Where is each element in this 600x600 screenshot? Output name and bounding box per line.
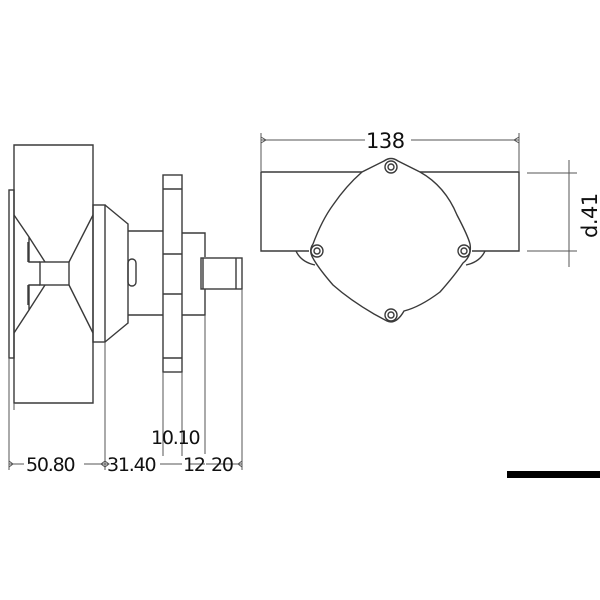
bolt-bottom [384,308,398,322]
front-view-width-dimension [260,133,520,172]
drive-shaft [200,257,243,290]
side-view [8,144,243,404]
pump-cone [104,204,129,343]
dim-width: 138 [366,129,405,153]
pump-housing-outline [310,157,472,323]
pump-body [92,204,106,343]
impeller-housing [13,144,94,404]
front-view-diameter-dimension [527,160,577,267]
impeller-hub [39,261,70,286]
mounting-plate [8,189,15,359]
scale-bar [507,471,600,478]
dim-shaft: 20 [211,454,233,476]
impeller-vane [13,214,94,334]
mounting-flange [162,174,183,373]
port-tube [260,171,520,252]
cone-slot [127,258,137,287]
dim-impeller-housing: 50.80 [26,454,75,476]
dim-body: 31.40 [107,454,156,476]
bolt-right [457,244,471,258]
bolt-left [310,244,324,258]
dim-port-diameter: d.41 [578,193,600,238]
pump-hub [128,230,163,316]
bolt-top [384,160,398,174]
side-view-dimension-line [8,460,243,468]
front-view [260,157,520,323]
side-view-extension-lines [8,289,243,470]
dim-rear-section: 12 [183,454,205,476]
dim-flange: 10.10 [151,427,200,449]
